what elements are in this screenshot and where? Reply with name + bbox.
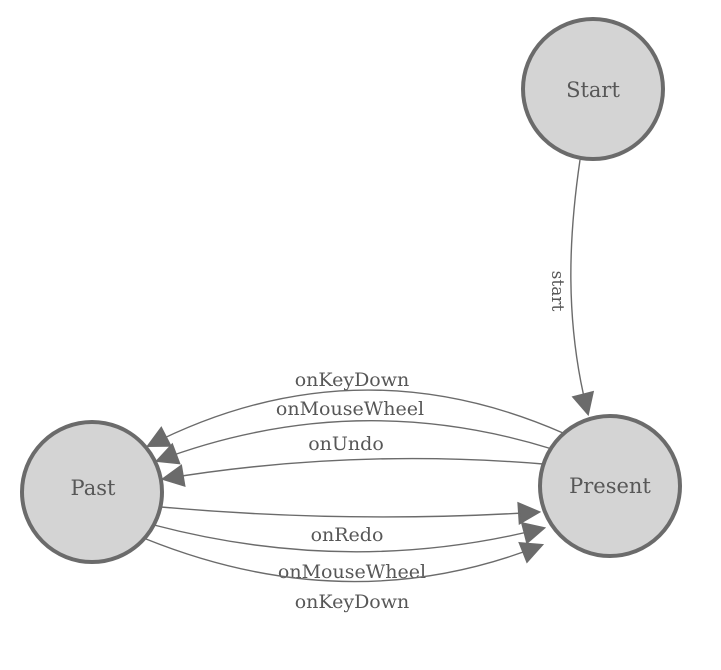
edge-line (160, 507, 539, 517)
node-start-label: Start (566, 78, 620, 102)
node-present-label: Present (569, 474, 651, 498)
edge-line (163, 457, 544, 479)
edge-start-to-present: start (547, 159, 588, 414)
edge-past-to-present-onredo: onRedo (160, 507, 539, 546)
edge-label-onkeydown-bottom: onKeyDown (295, 591, 410, 613)
edge-present-to-past-onkeydown: onKeyDown (148, 369, 564, 446)
node-past: Past (20, 420, 164, 564)
edge-label-onundo: onUndo (308, 433, 384, 455)
node-past-circle (20, 420, 164, 564)
node-start-circle (521, 17, 665, 161)
edge-label-onkeydown-top: onKeyDown (295, 369, 410, 391)
edge-past-to-present-onmousewheel: onMouseWheel (153, 525, 544, 583)
edge-line (153, 525, 544, 553)
edge-label-onmousewheel-top: onMouseWheel (276, 398, 424, 420)
edge-present-to-past-onundo: onUndo (163, 433, 544, 479)
node-present: Present (538, 414, 682, 558)
edge-label-onmousewheel-bottom: onMouseWheel (278, 561, 426, 583)
node-past-label: Past (71, 476, 116, 500)
edge-label-onredo: onRedo (311, 524, 384, 546)
edge-line (148, 389, 564, 446)
edge-line (145, 538, 542, 583)
node-start: Start (521, 17, 665, 161)
edge-line (570, 159, 588, 414)
node-present-circle (538, 414, 682, 558)
edge-line (157, 420, 553, 461)
edge-present-to-past-onmousewheel: onMouseWheel (157, 398, 553, 461)
edge-past-to-present-onkeydown: onKeyDown (145, 538, 542, 613)
edge-label-start: start (547, 271, 567, 312)
